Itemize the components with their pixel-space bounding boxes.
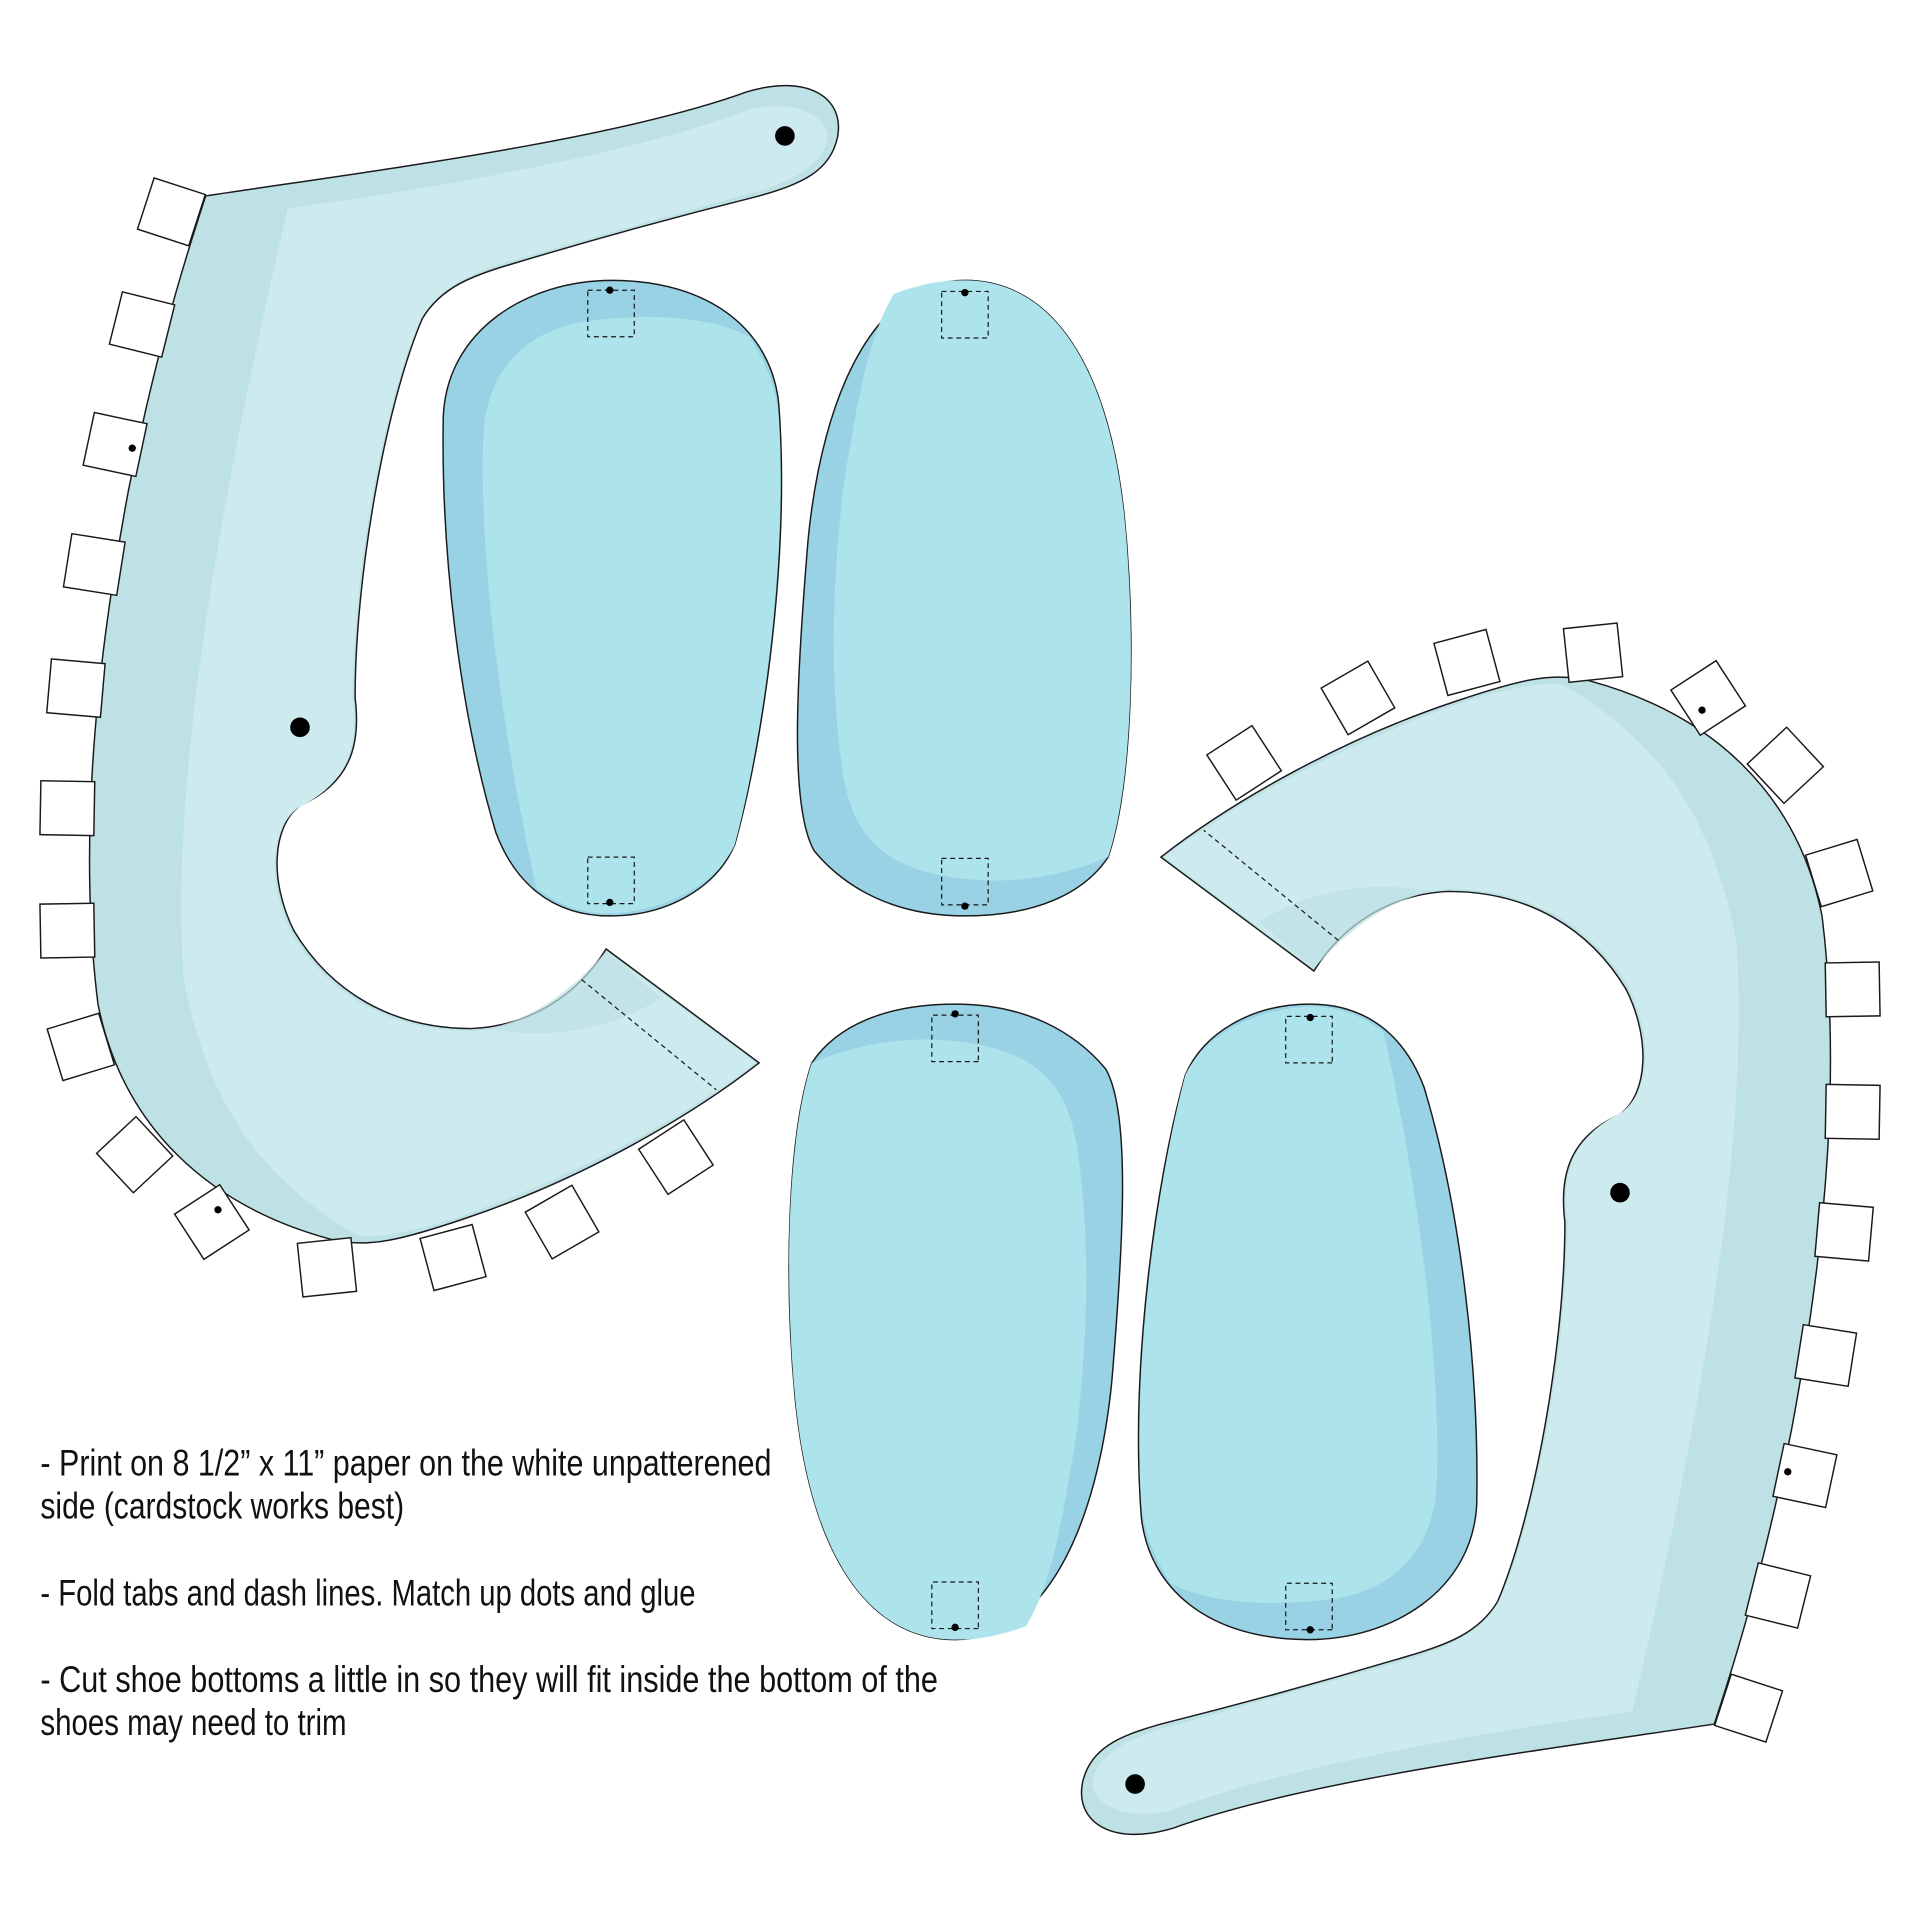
shoe-sole-bottom-left xyxy=(788,1003,1124,1641)
instruction-print-line1: - Print on 8 1/2” x 11” paper on the whi… xyxy=(40,1443,771,1484)
shoe-sole-bottom-right xyxy=(1137,1003,1478,1641)
instructions: - Print on 8 1/2” x 11” paper on the whi… xyxy=(40,1443,938,1744)
shoe-sole-top-left xyxy=(442,279,783,917)
instruction-fold: - Fold tabs and dash lines. Match up dot… xyxy=(40,1572,695,1613)
instruction-print-line2: side (cardstock works best) xyxy=(40,1485,404,1526)
instruction-cut-line1: - Cut shoe bottoms a little in so they w… xyxy=(40,1659,938,1700)
instruction-cut-line2: shoes may need to trim xyxy=(40,1702,346,1743)
shoe-sole-top-right xyxy=(796,279,1132,917)
